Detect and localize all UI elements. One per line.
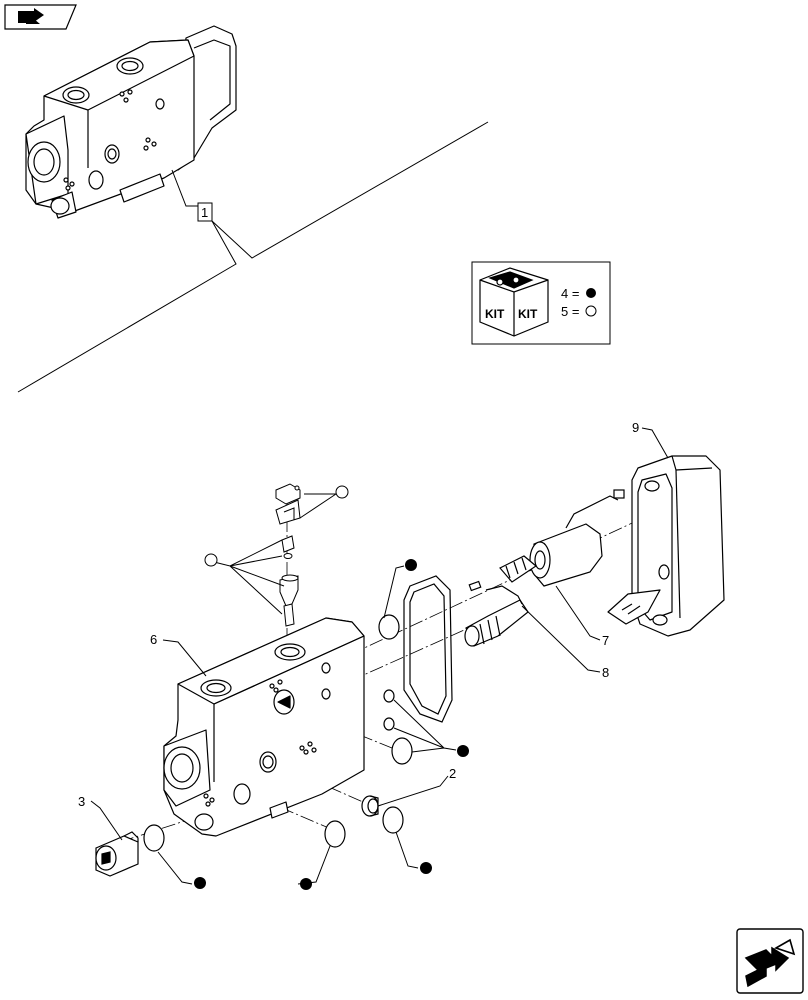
kit-4-filled-dot	[586, 288, 596, 298]
callout-1: 1	[17, 121, 489, 393]
kit4-marker	[405, 559, 417, 571]
plug-fitting	[95, 831, 139, 877]
valve-section-body	[163, 617, 365, 837]
callout-label-1: 1	[201, 205, 208, 220]
callout-label-8: 8	[602, 665, 609, 680]
kit4-marker	[457, 745, 469, 757]
callout-label-3: 3	[78, 794, 85, 809]
callout-label-6: 6	[150, 632, 157, 647]
page-back-icon	[4, 4, 77, 30]
kit-5-text: 5 =	[561, 304, 579, 319]
callout-label-7: 7	[602, 633, 609, 648]
kit4-marker	[420, 862, 432, 874]
kit-box-icon	[479, 267, 549, 337]
small-oring-part	[361, 795, 379, 817]
filled-dot-leaders	[157, 565, 457, 885]
seal-gasket	[403, 575, 453, 723]
kit4-markers	[194, 559, 469, 890]
kit-word-left: KIT	[485, 307, 505, 321]
kit-word-right: KIT	[518, 307, 538, 321]
kit5-marker	[204, 553, 218, 567]
kit4-marker	[300, 878, 312, 890]
callout-label-9: 9	[632, 420, 639, 435]
valve-section-assembly	[25, 25, 237, 219]
next-page-button[interactable]	[736, 928, 804, 994]
kit5-marker	[335, 485, 349, 499]
open-dot-leaders	[213, 493, 337, 615]
kit4-marker	[194, 877, 206, 889]
solenoid-coil	[499, 489, 625, 587]
kit-legend: KIT KIT 4 = 5 =	[471, 261, 611, 345]
o-rings	[143, 614, 413, 852]
kit-4-text: 4 =	[561, 286, 579, 301]
detent-kit-parts	[275, 483, 301, 627]
callout-leaders	[90, 427, 669, 841]
previous-page-button[interactable]	[4, 4, 77, 30]
end-cover	[607, 455, 725, 637]
callout-label-2: 2	[449, 766, 456, 781]
page-forward-icon	[736, 928, 804, 994]
kit-5-open-dot	[585, 305, 597, 317]
cartridge-valve	[464, 580, 529, 647]
